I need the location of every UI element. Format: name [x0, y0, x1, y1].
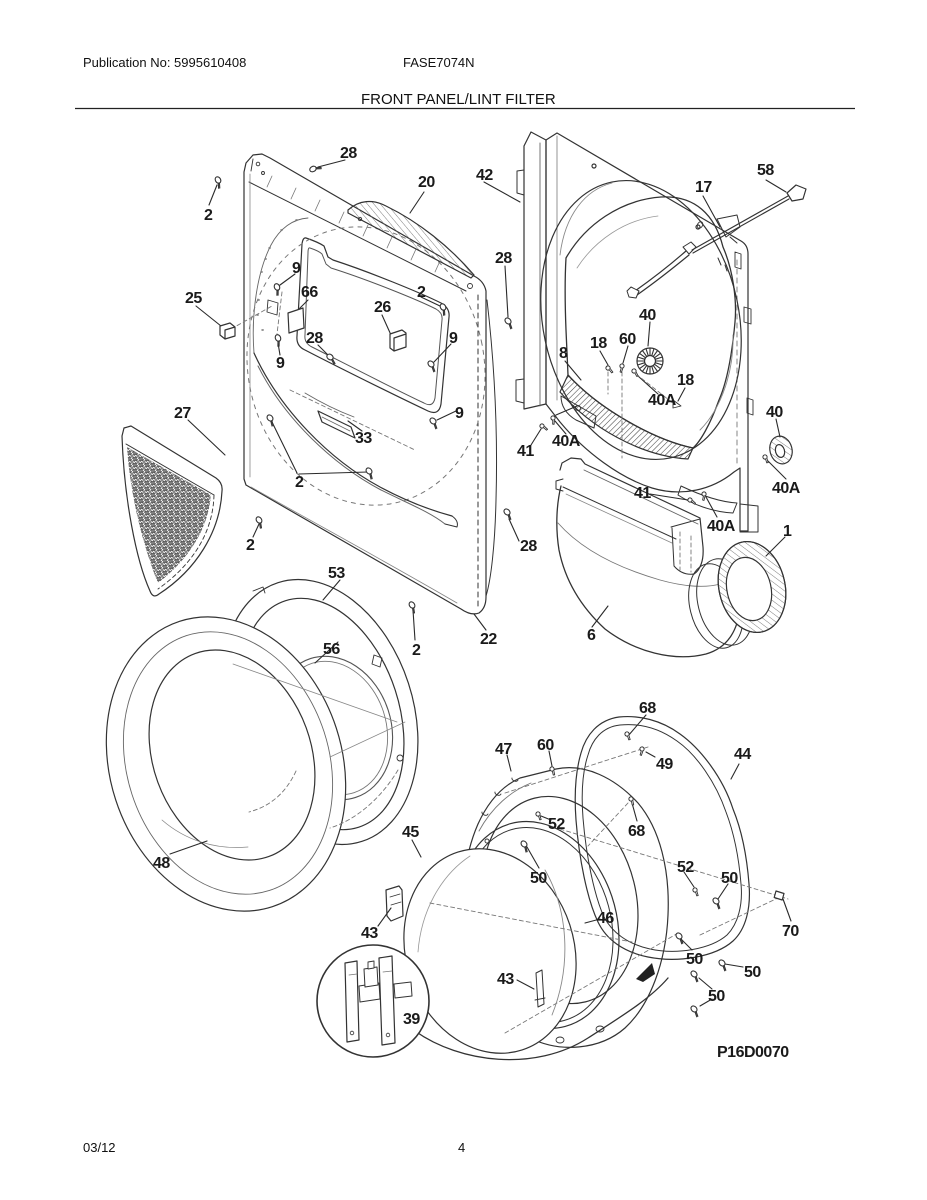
svg-text:47: 47 [495, 741, 512, 758]
svg-text:2: 2 [412, 642, 421, 659]
svg-text:28: 28 [340, 145, 357, 162]
svg-text:25: 25 [185, 290, 202, 307]
svg-text:40A: 40A [552, 433, 581, 450]
svg-text:40A: 40A [707, 518, 736, 535]
svg-text:70: 70 [782, 923, 799, 940]
svg-text:FASE7074N: FASE7074N [403, 55, 475, 70]
svg-text:26: 26 [374, 299, 391, 316]
svg-text:58: 58 [757, 162, 774, 179]
svg-text:41: 41 [517, 443, 534, 460]
svg-text:43: 43 [497, 971, 514, 988]
svg-text:9: 9 [292, 260, 301, 277]
svg-text:33: 33 [355, 430, 372, 447]
svg-text:68: 68 [639, 700, 656, 717]
svg-text:28: 28 [520, 538, 537, 555]
svg-text:40A: 40A [648, 392, 677, 409]
svg-text:40: 40 [639, 307, 656, 324]
svg-text:6: 6 [587, 627, 596, 644]
svg-text:28: 28 [495, 250, 512, 267]
svg-text:53: 53 [328, 565, 345, 582]
svg-text:50: 50 [530, 870, 547, 887]
svg-text:48: 48 [153, 855, 170, 872]
svg-text:43: 43 [361, 925, 378, 942]
svg-text:2: 2 [417, 284, 426, 301]
svg-text:2: 2 [204, 207, 213, 224]
svg-text:50: 50 [744, 964, 761, 981]
svg-text:1: 1 [783, 523, 792, 540]
svg-text:50: 50 [686, 951, 703, 968]
svg-text:P16D0070: P16D0070 [717, 1044, 789, 1061]
svg-text:Publication No: 5995610408: Publication No: 5995610408 [83, 55, 246, 70]
svg-text:66: 66 [301, 284, 318, 301]
svg-text:20: 20 [418, 174, 435, 191]
svg-text:60: 60 [537, 737, 554, 754]
svg-text:2: 2 [246, 537, 255, 554]
svg-text:50: 50 [721, 870, 738, 887]
svg-text:49: 49 [656, 756, 673, 773]
svg-text:FRONT PANEL/LINT FILTER: FRONT PANEL/LINT FILTER [361, 91, 556, 108]
svg-text:4: 4 [458, 1140, 465, 1155]
svg-text:9: 9 [276, 355, 285, 372]
svg-text:39: 39 [403, 1011, 420, 1028]
svg-text:03/12: 03/12 [83, 1140, 116, 1155]
svg-text:18: 18 [677, 372, 694, 389]
svg-text:46: 46 [597, 910, 614, 927]
svg-text:60: 60 [619, 331, 636, 348]
svg-text:17: 17 [695, 179, 712, 196]
svg-text:2: 2 [295, 474, 304, 491]
svg-text:28: 28 [306, 330, 323, 347]
svg-text:27: 27 [174, 405, 191, 422]
svg-text:52: 52 [677, 859, 694, 876]
svg-text:50: 50 [708, 988, 725, 1005]
svg-text:22: 22 [480, 631, 497, 648]
svg-text:45: 45 [402, 824, 419, 841]
svg-text:68: 68 [628, 823, 645, 840]
svg-text:40A: 40A [772, 480, 801, 497]
svg-text:9: 9 [449, 330, 458, 347]
svg-text:41: 41 [634, 485, 651, 502]
svg-text:8: 8 [559, 345, 568, 362]
svg-text:9: 9 [455, 405, 464, 422]
svg-text:44: 44 [734, 746, 751, 763]
svg-text:18: 18 [590, 335, 607, 352]
svg-text:40: 40 [766, 404, 783, 421]
svg-text:42: 42 [476, 167, 493, 184]
svg-text:52: 52 [548, 816, 565, 833]
svg-text:56: 56 [323, 641, 340, 658]
